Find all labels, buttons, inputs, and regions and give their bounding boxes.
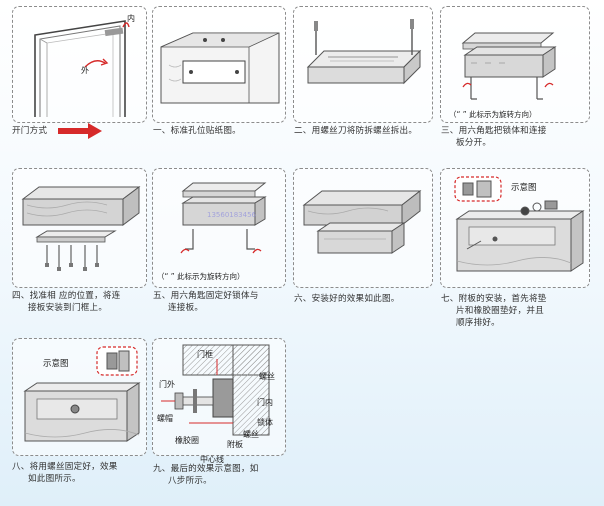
caption-step-2: 二、用螺丝刀将防拆螺丝拆出。 xyxy=(294,126,418,136)
label-door-outside: 门外 xyxy=(159,380,175,389)
caption-step-9-line2: 八步所示。 xyxy=(168,476,212,486)
lock-separation-drawing xyxy=(461,32,557,100)
installed-lock-drawing xyxy=(302,189,422,254)
caption-step-3-line1: 三、用六角匙把锁体和连接 xyxy=(441,126,547,136)
mount-plate-drawing xyxy=(21,186,141,271)
watermark-text: 13560183456 xyxy=(207,211,256,219)
panel-remove-screw xyxy=(293,6,433,123)
caption-step-4-line2: 接板安装到门框上。 xyxy=(28,303,108,313)
schematic-label: 示意图 xyxy=(43,359,69,369)
template-sticker-drawing xyxy=(160,32,280,104)
panel-fix-lock: 13560183456 （“ ” 此标示为旋转方向） xyxy=(152,168,286,288)
label-rubber-ring: 橡胶圈 xyxy=(175,436,199,445)
label-lock-body: 锁体 xyxy=(257,418,273,427)
label-screw-bottom: 螺丝 xyxy=(243,430,259,439)
caption-step-9-line1: 九、最后的效果示意图，如 xyxy=(153,464,259,474)
label-screw-cap: 螺帽 xyxy=(157,414,173,423)
label-attached-plate: 附板 xyxy=(227,440,243,449)
caption-step-5-line2: 连接板。 xyxy=(168,303,204,313)
panel-separate-lock: （“ ” 此标示为旋转方向） xyxy=(440,6,590,123)
screw-fixed-drawing xyxy=(23,346,141,442)
cross-section-drawing xyxy=(161,344,270,436)
lock-with-screwdriver-drawing xyxy=(306,19,422,85)
red-arrow-icon xyxy=(58,123,102,139)
rotation-note: （“ ” 此标示为旋转方向） xyxy=(449,110,537,119)
panel-door-opening-direction: 内 外 xyxy=(12,6,147,123)
caption-step-3-line2: 板分开。 xyxy=(456,138,492,148)
label-center-line: 中心线 xyxy=(200,455,224,464)
caption-door-opening: 开门方式 xyxy=(12,126,48,136)
caption-step-7-line3: 顺序排好。 xyxy=(456,318,500,328)
label-screw-top: 螺丝 xyxy=(259,372,275,381)
panel-attach-plate: 示意图 xyxy=(440,168,590,288)
label-outer: 外 xyxy=(81,66,89,75)
rotation-note: （“ ” 此标示为旋转方向） xyxy=(157,272,245,281)
label-inner: 内 xyxy=(127,14,135,23)
caption-step-1: 一、标准孔位贴纸图。 xyxy=(153,126,241,136)
caption-step-8-line1: 八、将用螺丝固定好，效果 xyxy=(12,462,118,472)
fix-lock-drawing xyxy=(180,182,267,254)
door-frame-drawing xyxy=(34,20,130,117)
attach-plate-drawing xyxy=(454,176,585,272)
caption-step-8-line2: 如此图所示。 xyxy=(28,474,81,484)
caption-step-5-line1: 五、用六角匙固定好锁体与 xyxy=(153,291,259,301)
label-door-frame: 门框 xyxy=(197,350,213,359)
panel-installed-effect xyxy=(293,168,433,288)
caption-step-4-line1: 四、找准相 应的位置，将连 xyxy=(12,291,121,301)
label-door-inside: 门内 xyxy=(257,398,273,407)
panel-mount-plate xyxy=(12,168,147,288)
caption-step-6: 六、安装好的效果如此图。 xyxy=(294,294,400,304)
panel-template-sticker xyxy=(152,6,286,123)
caption-step-7-line1: 七、附板的安装，首先将垫 xyxy=(441,294,547,304)
panel-screw-fixed: 示意图 xyxy=(12,338,147,456)
schematic-label: 示意图 xyxy=(511,183,537,193)
caption-step-7-line2: 片和橡胶圈垫好，并且 xyxy=(456,306,544,316)
panel-final-cross-section: 门框 门外 螺丝 门内 螺帽 锁体 螺丝 橡胶圈 附板 xyxy=(152,338,286,456)
